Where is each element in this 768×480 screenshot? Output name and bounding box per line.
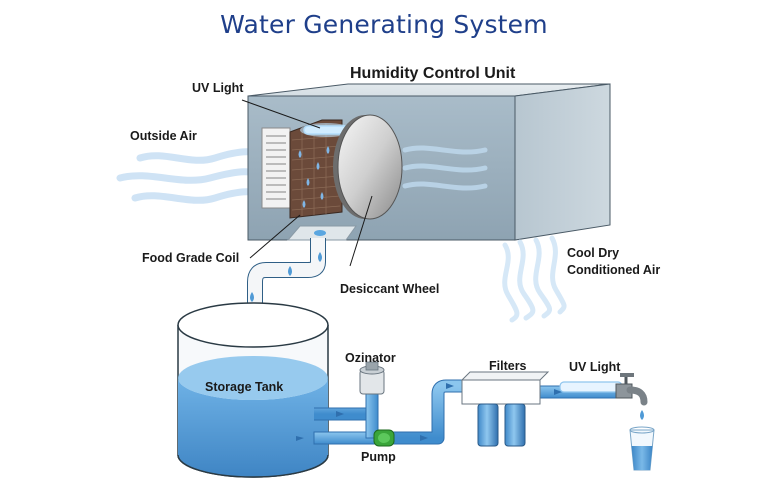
- pump: [373, 429, 395, 447]
- label-cool-dry-line1: Cool Dry: [567, 246, 620, 260]
- label-uv-light-bottom: UV Light: [569, 360, 621, 374]
- cool-dry-air-streams: [502, 235, 567, 323]
- filters: [460, 371, 550, 447]
- drip-tray: [286, 225, 357, 241]
- page-title: Water Generating System: [220, 10, 548, 39]
- uv-light-bottom: [559, 381, 623, 393]
- label-desiccant-wheel: Desiccant Wheel: [340, 282, 440, 296]
- storage-tank: [177, 302, 329, 478]
- ozinator: [359, 361, 385, 395]
- intake-grille: [261, 127, 291, 209]
- label-pump: Pump: [361, 450, 396, 464]
- label-food-grade-coil: Food Grade Coil: [142, 251, 240, 265]
- label-outside-air: Outside Air: [130, 129, 197, 143]
- label-humidity-control-unit: Humidity Control Unit: [350, 65, 516, 82]
- water-glass: [629, 426, 655, 471]
- leader-lines: [241, 99, 373, 267]
- desiccant-wheel: [333, 114, 403, 220]
- label-storage-tank: Storage Tank: [205, 380, 284, 394]
- label-cool-dry-line2: Conditioned Air: [567, 263, 661, 277]
- label-filters: Filters: [489, 359, 527, 373]
- label-uv-light-top: UV Light: [192, 81, 244, 95]
- internal-air-flow: [402, 145, 488, 191]
- label-ozinator: Ozinator: [345, 351, 396, 365]
- uv-light-top: [300, 123, 352, 137]
- faucet: [615, 373, 648, 420]
- food-grade-coil: [289, 119, 343, 219]
